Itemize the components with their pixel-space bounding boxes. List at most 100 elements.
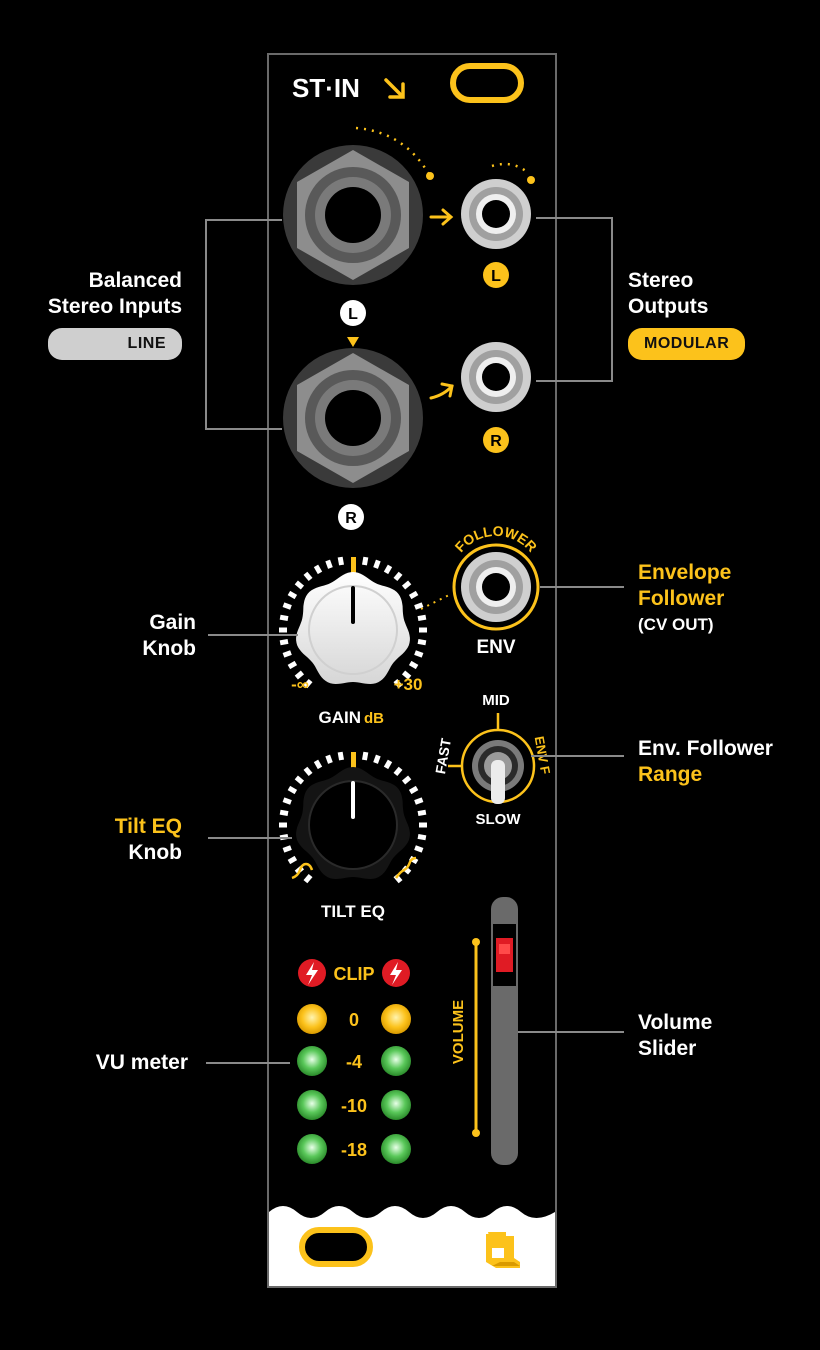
lightning-icon-2	[390, 962, 402, 985]
output-right-jack[interactable]	[461, 342, 531, 412]
knob-tick	[303, 766, 313, 777]
output-left-jack[interactable]	[461, 179, 531, 249]
knob-tick	[414, 602, 424, 610]
vu-led-left-3	[297, 1134, 327, 1164]
output-left-badge	[483, 262, 509, 288]
knob-tick	[417, 809, 427, 817]
knob-tick	[401, 670, 412, 680]
knob-tick	[282, 602, 292, 610]
knob-tick	[373, 754, 381, 764]
range-toggle-switch[interactable]	[448, 713, 536, 804]
knob-tick	[313, 564, 323, 575]
knob-tick	[408, 660, 419, 670]
vu-callout-line-1: VU meter	[95, 1051, 188, 1074]
triangle-down-icon	[347, 337, 359, 347]
mounting-hole-top	[450, 63, 524, 103]
decorative-dot-2	[527, 176, 535, 184]
volume-callout-line-1: Volume	[638, 1011, 713, 1034]
lightning-icon	[306, 962, 318, 985]
envelope-follower-callout: Envelope Follower (CV OUT)	[638, 560, 731, 638]
vu-led-right-2	[381, 1090, 411, 1120]
knob-tick	[294, 580, 305, 590]
volume-slider: VOLUME	[450, 897, 518, 1165]
knob-tick	[279, 809, 289, 817]
tilt-eq-callout: Tilt EQ Knob	[115, 814, 182, 866]
volume-callout-line-2: Slider	[638, 1037, 697, 1060]
knob-tick	[287, 590, 298, 600]
knob-tick	[287, 855, 298, 865]
arrow-down-right-icon	[384, 78, 405, 99]
clip-label: CLIP	[333, 964, 374, 984]
line-badge: LINE	[47, 328, 182, 360]
vu-meter: CLIP 0 -4 -10 -18	[297, 959, 411, 1164]
knob-tick	[303, 678, 313, 689]
gain-min-label: -∞	[291, 675, 309, 694]
vu-level-label-2: -10	[341, 1096, 367, 1116]
brand-logo-icon	[486, 1232, 520, 1268]
input-right-jack[interactable]	[283, 348, 423, 488]
input-right-badge	[338, 504, 364, 530]
knob-tick	[279, 638, 289, 646]
knob-tick	[294, 775, 305, 785]
mounting-hole-bottom	[299, 1227, 373, 1267]
knob-tick	[383, 759, 393, 770]
outputs-bracket	[536, 217, 613, 382]
tilt-callout-line-1: Tilt EQ	[114, 815, 182, 838]
switch-fast-label: FAST	[432, 737, 454, 775]
env-callout-line-3: (CV OUT)	[638, 615, 714, 634]
knob-tick	[414, 650, 424, 658]
vu-level-label-1: -4	[346, 1052, 362, 1072]
knob-tick	[393, 571, 403, 582]
knob-tick	[287, 785, 298, 795]
output-right-label: R	[490, 433, 502, 450]
gain-name-label: GAIN	[319, 708, 362, 727]
knob-tick	[282, 650, 292, 658]
vu-led-right-1	[381, 1046, 411, 1076]
range-callout: Env. Follower Range	[638, 736, 773, 788]
knob-tick	[325, 559, 333, 569]
knob-tick	[408, 590, 419, 600]
knob-tick	[383, 564, 393, 575]
tilt-callout-line-2: Knob	[128, 841, 182, 864]
module-title: ST·IN	[292, 73, 360, 103]
knob-tick	[313, 759, 323, 770]
vu-meter-callout: VU meter	[96, 1050, 188, 1076]
volume-slider-cap[interactable]	[493, 924, 516, 986]
env-callout-line-2: Follower	[638, 587, 725, 610]
env-callout-line-1: Envelope	[638, 561, 732, 584]
output-left-label: L	[491, 268, 501, 285]
knob-tick	[414, 797, 424, 805]
knob-tick	[303, 873, 313, 884]
input-left-badge	[340, 300, 366, 326]
inputs-bracket	[205, 219, 282, 430]
knob-tick	[414, 845, 424, 853]
knob-tick	[325, 754, 333, 764]
knob-tick	[282, 845, 292, 853]
tilt-name-label: TILT EQ	[321, 902, 385, 921]
input-left-jack[interactable]	[283, 145, 423, 285]
tilt-low-shelf-icon	[291, 862, 314, 880]
knob-tick	[373, 559, 381, 569]
stereo-out-line-2: Outputs	[628, 295, 709, 318]
knob-tick	[408, 785, 419, 795]
knob-tick	[287, 660, 298, 670]
gain-knob[interactable]	[279, 556, 427, 689]
knob-tick	[417, 833, 427, 841]
knob-tick	[401, 775, 412, 785]
gain-knob-callout: Gain Knob	[142, 610, 196, 662]
volume-slider-callout: Volume Slider	[638, 1010, 712, 1062]
env-output-jack[interactable]	[452, 543, 540, 631]
knob-tick	[337, 751, 345, 761]
knob-tick	[361, 751, 369, 761]
range-callout-line-2: Range	[638, 763, 703, 786]
input-right-label: R	[345, 510, 357, 527]
range-callout-line-1: Env. Follower	[638, 737, 773, 760]
tilt-high-shelf-icon	[394, 856, 417, 879]
gain-max-label: +30	[394, 675, 423, 694]
arrow-right-icon-2	[429, 382, 454, 400]
knob-tick	[361, 556, 369, 566]
balanced-inputs-callout: Balanced Stereo Inputs LINE	[47, 268, 182, 360]
vu-led-right-0	[381, 1004, 411, 1034]
decorative-dots	[355, 126, 432, 177]
